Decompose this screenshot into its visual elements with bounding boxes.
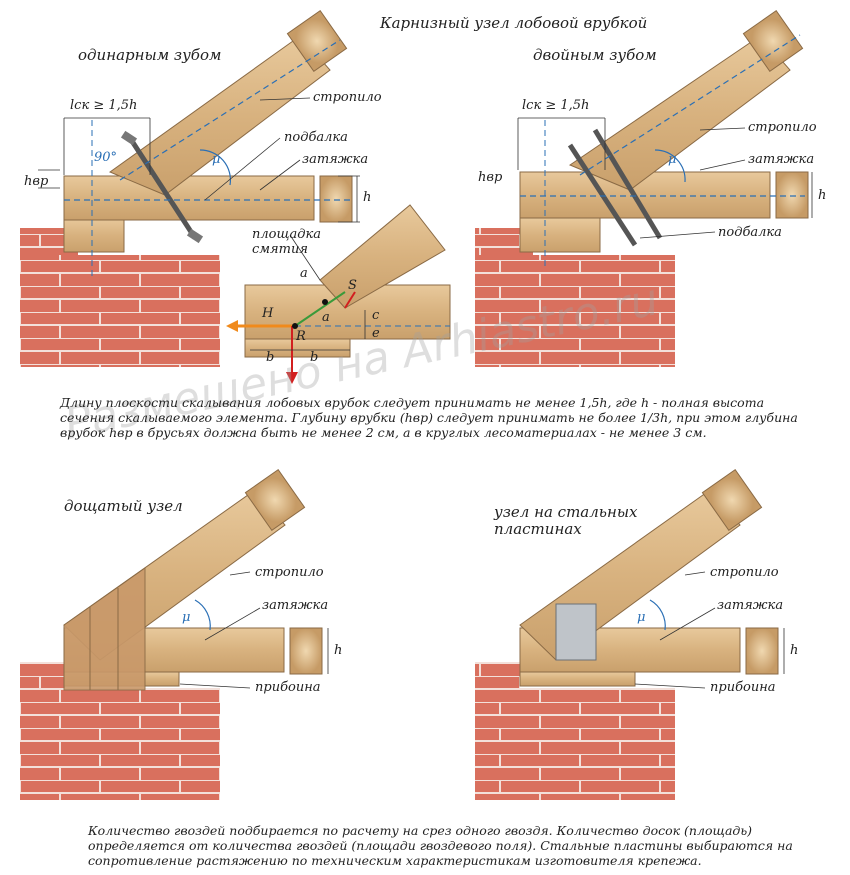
bolt xyxy=(127,136,198,240)
brick-wall xyxy=(475,688,675,800)
force-detail xyxy=(226,204,451,384)
rafter-end xyxy=(742,9,804,73)
note-bottom: Количество гвоздей подбирается по расчет… xyxy=(88,823,793,868)
label-a: a xyxy=(300,266,308,281)
label-mu: μ xyxy=(668,152,677,167)
label-lsk: lск ≥ 1,5h xyxy=(522,98,590,113)
brick-wall xyxy=(475,255,675,367)
brick-wall xyxy=(20,688,220,800)
steel-plate xyxy=(555,603,597,661)
tie-end xyxy=(775,171,809,219)
section-double-tooth: двойным зубом xyxy=(533,46,657,64)
label-tie: затяжка xyxy=(748,152,815,167)
label-mu: μ xyxy=(182,610,191,625)
label-sub-beam: подбалка xyxy=(718,225,782,240)
label-tie: затяжка xyxy=(262,598,329,613)
label-h: h xyxy=(818,188,827,203)
sub-beam xyxy=(519,217,601,253)
label-strip: прибоина xyxy=(710,680,776,695)
label-hvr: hвр xyxy=(478,170,503,185)
label-c: c xyxy=(372,308,380,323)
sub-beam xyxy=(63,217,125,253)
tie-beam xyxy=(63,175,315,221)
note-top: Длину плоскости скалывания лобовых врубо… xyxy=(60,395,798,440)
rafter-end xyxy=(286,9,348,73)
tie-end xyxy=(745,627,779,675)
rafter-end xyxy=(701,468,763,532)
rafter xyxy=(568,35,791,191)
single-tooth-node xyxy=(20,9,360,367)
detail-strip xyxy=(244,338,351,358)
label-mu: μ xyxy=(637,610,646,625)
label-force-r: R xyxy=(296,329,306,344)
steel-plate-node xyxy=(475,468,785,800)
label-crush-1: площадка xyxy=(252,227,321,242)
brick-wall xyxy=(20,662,65,692)
rafter-end xyxy=(244,468,306,532)
double-tooth-node xyxy=(475,9,813,367)
section-steel-node-2: пластинах xyxy=(494,520,582,538)
label-rafter: стропило xyxy=(313,90,382,105)
strip xyxy=(519,671,636,687)
tie-end xyxy=(289,627,323,675)
page-title: Карнизный узел лобовой врубкой xyxy=(380,14,648,32)
tie-end xyxy=(319,175,353,223)
label-sub-beam: подбалка xyxy=(284,130,348,145)
bolt xyxy=(567,143,638,247)
board-node xyxy=(20,468,329,800)
section-board-node: дощатый узел xyxy=(64,497,183,515)
label-rafter: стропило xyxy=(710,565,779,580)
force-s-arrow xyxy=(294,291,346,327)
label-90deg: 90° xyxy=(94,150,118,165)
label-h: h xyxy=(790,643,799,658)
gusset-boards xyxy=(63,567,146,691)
section-single-tooth: одинарным зубом xyxy=(78,46,222,64)
label-h: h xyxy=(334,643,343,658)
label-b: b xyxy=(266,350,275,365)
label-hvr: hвр xyxy=(24,174,49,189)
label-h: h xyxy=(363,190,372,205)
label-rafter: стропило xyxy=(748,120,817,135)
label-b: b xyxy=(310,350,319,365)
label-e: e xyxy=(372,326,380,341)
label-tie: затяжка xyxy=(302,152,369,167)
brick-wall xyxy=(20,255,220,367)
label-mu: μ xyxy=(212,152,221,167)
bolt xyxy=(592,128,663,240)
rafter xyxy=(108,35,331,196)
label-crush-2: смятия xyxy=(252,242,308,257)
label-rafter: стропило xyxy=(255,565,324,580)
label-lsk: lск ≥ 1,5h xyxy=(70,98,138,113)
label-s: S xyxy=(348,278,357,293)
section-steel-node-1: узел на стальных xyxy=(494,503,638,521)
brick-wall xyxy=(475,662,520,692)
label-strip: прибоина xyxy=(255,680,321,695)
label-force-h: H xyxy=(262,306,274,321)
label-tie: затяжка xyxy=(717,598,784,613)
label-a: a xyxy=(322,310,330,325)
